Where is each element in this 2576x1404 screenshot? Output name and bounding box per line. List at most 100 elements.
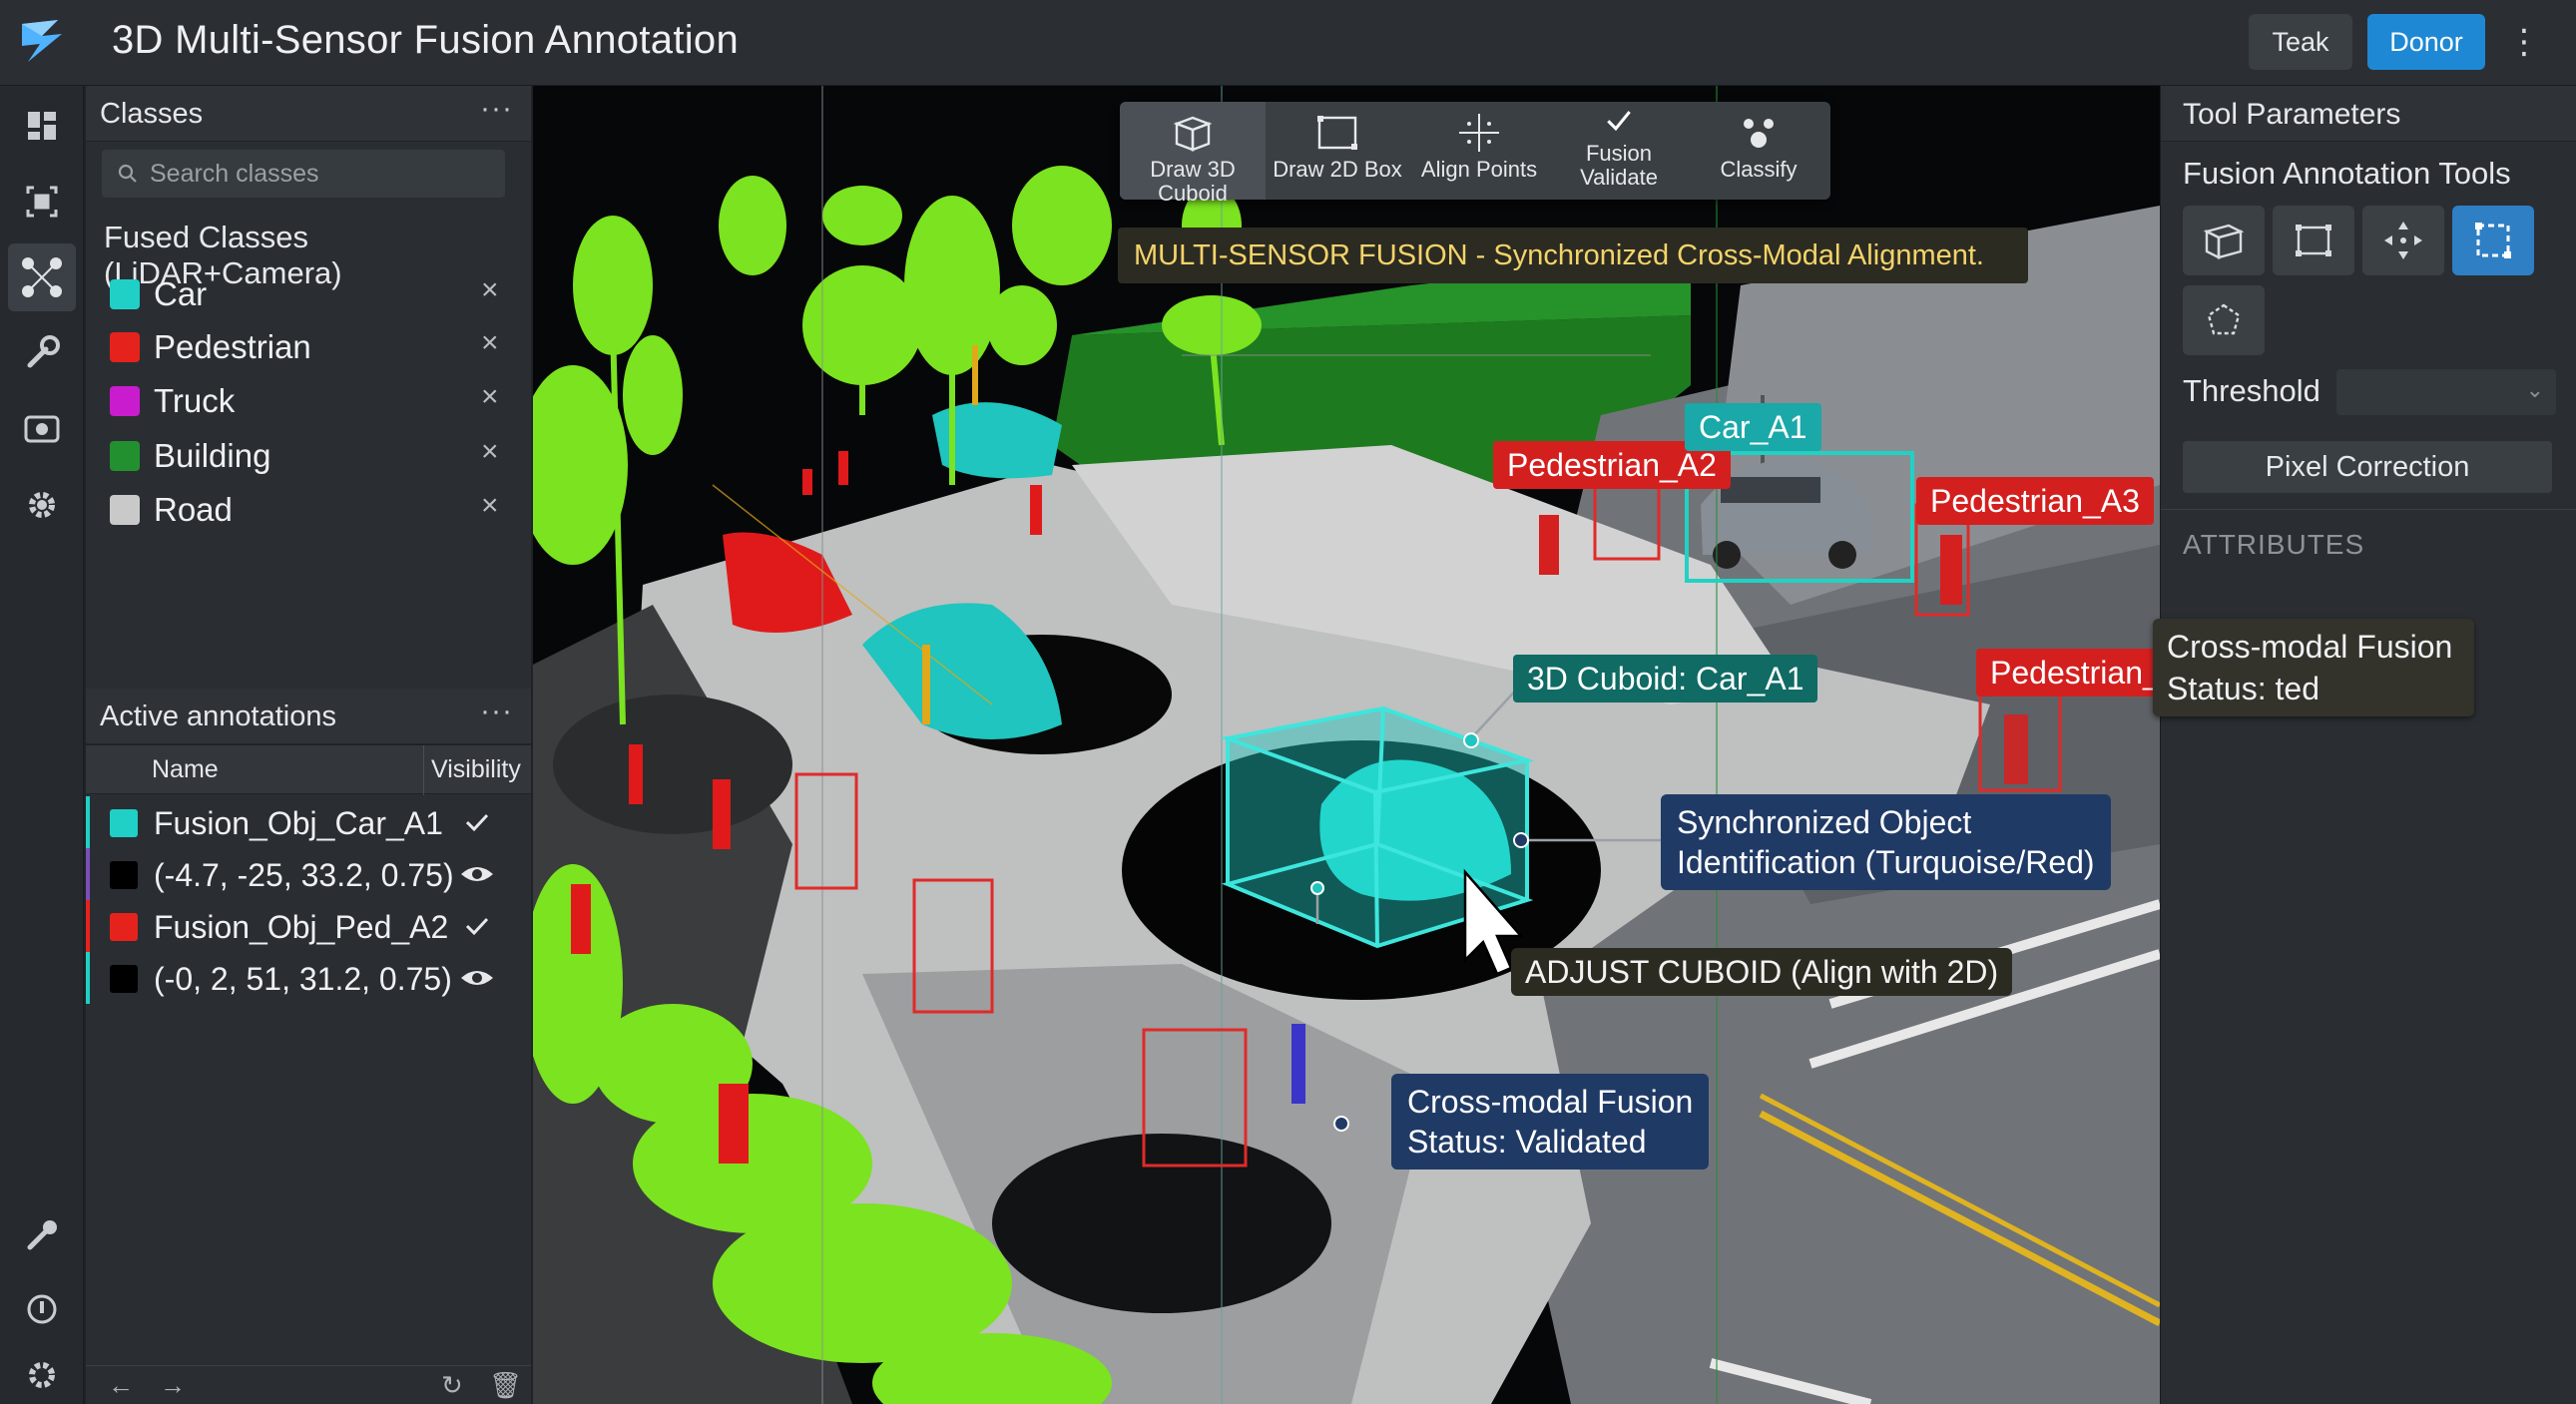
preferences-gear-icon[interactable] — [18, 1351, 66, 1399]
eye-icon[interactable] — [457, 960, 497, 996]
info-icon[interactable] — [18, 1285, 66, 1333]
table-row[interactable]: (-4.7, -25, 33.2, 0.75) — [86, 848, 531, 900]
move-tool-button[interactable] — [2362, 206, 2444, 275]
fused-classes-title: Fused Classes (LiDAR+Camera) — [104, 220, 342, 290]
remove-class-icon[interactable]: × — [481, 326, 499, 359]
column-name[interactable]: Name — [152, 755, 219, 783]
polygon-tool-button[interactable] — [2183, 285, 2265, 355]
refresh-icon[interactable]: ↻ — [441, 1370, 463, 1400]
mouse-cursor-icon — [1463, 868, 1524, 976]
classes-header: Classes ··· — [86, 86, 531, 142]
remove-class-icon[interactable]: × — [481, 489, 499, 522]
search-icon — [118, 164, 137, 183]
classes-menu-icon[interactable]: ··· — [480, 92, 513, 125]
box-tool-button[interactable] — [2273, 206, 2354, 275]
class-name: Road — [154, 491, 233, 528]
crosshair-icon — [1459, 114, 1499, 152]
label-pedestrian-a2[interactable]: Pedestrian_A2 — [1493, 441, 1731, 489]
class-name: Truck — [154, 382, 236, 419]
cuboid-tool-button[interactable] — [2183, 206, 2265, 275]
tool-label: Draw 3D Cuboid — [1150, 157, 1236, 206]
bounding-box-icon — [2296, 225, 2331, 256]
attributes-label: ATTRIBUTES — [2183, 529, 2365, 560]
fusion-nodes-icon[interactable] — [8, 243, 76, 311]
check-icon[interactable] — [457, 804, 497, 840]
remove-class-icon[interactable]: × — [481, 273, 499, 306]
callout-line1: Synchronized Object — [1677, 804, 1972, 840]
select-frame-icon[interactable] — [18, 178, 66, 226]
class-item-building[interactable]: Building × — [86, 427, 531, 481]
trash-icon[interactable]: 🗑 — [489, 1370, 523, 1400]
forward-arrow-icon[interactable]: → — [160, 1370, 186, 1400]
viewport-toolbar: Draw 3D Cuboid Draw 2D Box Align Points … — [1120, 102, 1830, 206]
camera-icon[interactable] — [18, 405, 66, 453]
3d-viewport[interactable]: Draw 3D Cuboid Draw 2D Box Align Points … — [533, 86, 2160, 1404]
row-swatch — [110, 913, 138, 941]
callout-line1: Cross-modal Fusion — [1407, 1084, 1694, 1120]
class-item-car[interactable]: Car × — [86, 265, 531, 319]
donor-button[interactable]: Donor — [2367, 14, 2485, 70]
tool-label: Align Points — [1420, 157, 1538, 182]
remove-class-icon[interactable]: × — [481, 435, 499, 468]
class-item-truck[interactable]: Truck × — [86, 372, 531, 426]
annotations-footer: ← → ↻ 🗑 — [86, 1365, 531, 1404]
callout-line2: Status: Validated — [1407, 1124, 1647, 1160]
table-row[interactable]: (-0, 2, 51, 31.2, 0.75) — [86, 952, 531, 1004]
class-swatch — [110, 386, 140, 416]
row-swatch — [110, 965, 138, 993]
teak-button[interactable]: Teak — [2249, 14, 2352, 70]
callout-line2: Identification (Turquoise/Red) — [1677, 844, 2095, 880]
label-pedestrian-a3[interactable]: Pedestrian_A3 — [1916, 477, 2154, 525]
cube-icon — [1173, 116, 1213, 152]
app-logo-icon[interactable] — [14, 14, 70, 70]
fusion-banner: MULTI-SENSOR FUSION - Synchronized Cross… — [1118, 228, 2028, 283]
label-car-a1[interactable]: Car_A1 — [1685, 403, 1821, 451]
dashboard-icon[interactable] — [18, 102, 66, 150]
align-points-tool[interactable]: Align Points — [1409, 102, 1549, 200]
cube-icon — [2203, 224, 2245, 259]
tool-label: Classify — [1720, 157, 1798, 182]
table-row[interactable]: Fusion_Obj_Car_A1 — [86, 796, 531, 848]
status-line1: Cross-modal Fusion — [2167, 629, 2453, 665]
adjust-cuboid-hint: ADJUST CUBOID (Align with 2D) — [1511, 948, 2013, 996]
back-arrow-icon[interactable]: ← — [108, 1370, 134, 1400]
annotations-menu-icon[interactable]: ··· — [480, 695, 513, 727]
settings-gear-icon[interactable] — [18, 481, 66, 529]
label-3d-cuboid[interactable]: 3D Cuboid: Car_A1 — [1513, 655, 1818, 702]
point-cloud-scene — [533, 86, 2160, 1404]
region-tool-button[interactable] — [2452, 206, 2534, 275]
fusion-validate-tool[interactable]: Fusion Validate — [1551, 102, 1687, 200]
column-divider — [423, 745, 424, 795]
draw-2d-box-tool[interactable]: Draw 2D Box — [1268, 102, 1407, 200]
pixel-correction-button[interactable]: Pixel Correction — [2183, 441, 2552, 493]
polygon-icon — [2207, 303, 2241, 335]
class-name: Building — [154, 437, 271, 474]
annotations-title: Active annotations — [100, 701, 336, 732]
draw-3d-cuboid-tool[interactable]: Draw 3D Cuboid — [1120, 102, 1266, 206]
tool-label: Draw 2D Box — [1273, 157, 1402, 182]
tool-label-line1: Fusion — [1585, 141, 1653, 166]
label-pedestrian-partial[interactable]: Pedestrian_ — [1976, 649, 2160, 697]
remove-class-icon[interactable]: × — [481, 380, 499, 413]
threshold-select[interactable]: ⌄ — [2336, 369, 2556, 415]
class-item-road[interactable]: Road × — [86, 481, 531, 535]
cluster-icon — [1744, 119, 1774, 148]
selection-region-icon — [2475, 223, 2511, 258]
classify-tool[interactable]: Classify — [1689, 102, 1828, 200]
more-menu-icon[interactable]: ⋮ — [2507, 23, 2541, 61]
class-search[interactable] — [102, 150, 505, 198]
wrench-icon[interactable] — [18, 329, 66, 377]
annotation-name: Fusion_Obj_Ped_A2 — [154, 909, 449, 945]
table-row[interactable]: Fusion_Obj_Ped_A2 — [86, 900, 531, 952]
check-icon[interactable] — [457, 908, 497, 944]
row-swatch — [110, 861, 138, 889]
annotations-header: Active annotations ··· — [86, 689, 531, 744]
eye-icon[interactable] — [457, 856, 497, 892]
class-swatch — [110, 495, 140, 525]
fusion-tools-title: Fusion Annotation Tools — [2183, 156, 2511, 191]
search-input[interactable] — [150, 150, 499, 198]
tools-icon[interactable] — [18, 1211, 66, 1259]
column-visibility[interactable]: Visibility — [431, 755, 521, 783]
row-accent — [86, 900, 90, 952]
class-item-pedestrian[interactable]: Pedestrian × — [86, 318, 531, 372]
